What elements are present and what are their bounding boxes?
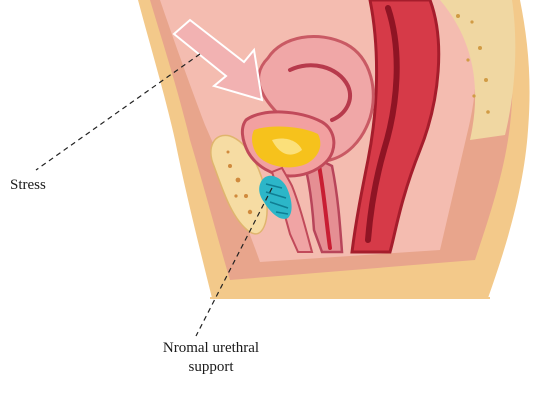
urethral-support-label: Nromal urethral support (121, 339, 301, 377)
stress-label: Stress (10, 176, 46, 195)
urethral-support-label-line1: Nromal urethral (121, 339, 301, 358)
urethral-support-label-line2: support (121, 358, 301, 377)
